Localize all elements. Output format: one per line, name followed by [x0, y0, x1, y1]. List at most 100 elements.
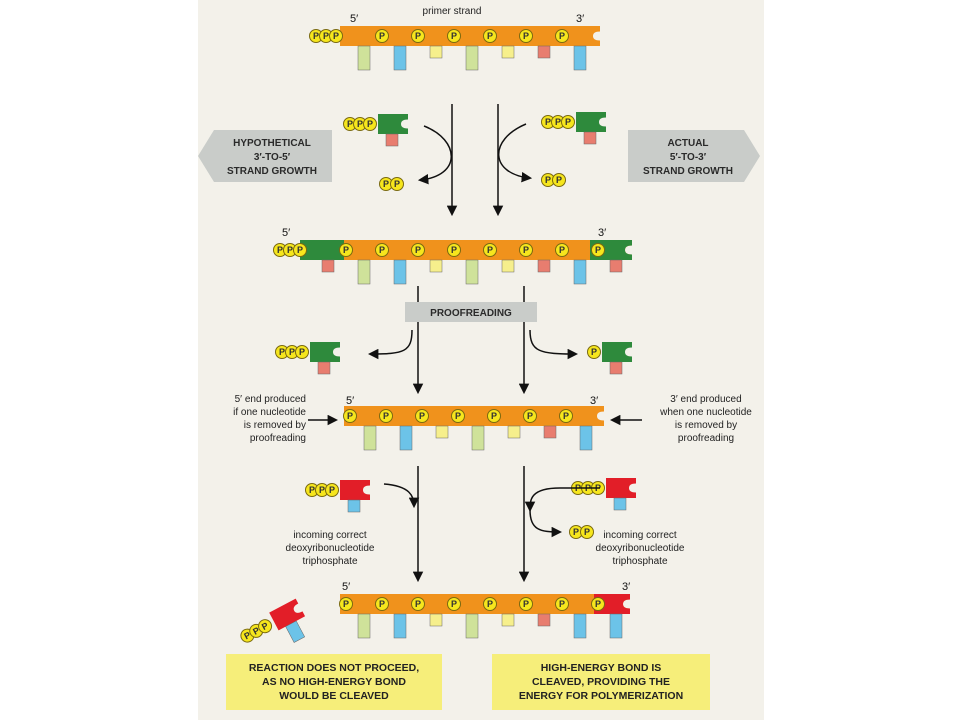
proofreading-tag: PROOFREADING	[405, 302, 537, 322]
svg-text:P: P	[584, 527, 590, 537]
svg-text:P: P	[323, 31, 329, 41]
svg-text:P: P	[487, 31, 493, 41]
hypothetical-line-3: STRAND GROWTH	[227, 166, 317, 177]
svg-text:P: P	[523, 599, 529, 609]
arrow-icon	[529, 329, 579, 360]
phosphate-icon: P	[375, 29, 389, 43]
svg-text:P: P	[415, 245, 421, 255]
end3-note-line-3: is removed by	[675, 420, 737, 431]
svg-text:P: P	[455, 411, 461, 421]
strand4-prime3-label: 3′	[622, 581, 630, 593]
svg-text:P: P	[357, 119, 363, 129]
phosphate-icon: P	[487, 409, 501, 423]
end5-note-line-4: proofreading	[250, 433, 306, 444]
nucleotide-base	[501, 45, 515, 59]
nucleotide-base	[357, 613, 371, 639]
result-right-shape	[492, 654, 710, 710]
incoming-right-line-3: triphosphate	[612, 556, 667, 567]
triphosphate-icon: P	[587, 345, 601, 359]
phosphate-icon: P	[258, 619, 273, 634]
svg-text:P: P	[559, 31, 565, 41]
nucleotide-base	[537, 613, 551, 627]
result-right-line-3: ENERGY FOR POLYMERIZATION	[519, 690, 683, 702]
end3-note-line-2: when one nucleotide	[659, 407, 752, 418]
arrow-icon	[529, 509, 563, 538]
svg-text:P: P	[297, 245, 303, 255]
arrow-icon	[417, 125, 452, 185]
svg-text:P: P	[545, 117, 551, 127]
nucleotide-base	[543, 425, 557, 439]
phosphate-icon: P	[353, 117, 367, 131]
svg-text:P: P	[277, 245, 283, 255]
svg-text:P: P	[242, 630, 252, 642]
svg-text:P: P	[251, 625, 261, 637]
phosphate-icon: P	[363, 117, 377, 131]
dna-backbone	[344, 406, 604, 426]
nucleotide-base	[465, 259, 479, 285]
svg-text:P: P	[415, 599, 421, 609]
nucleotide-base	[429, 45, 443, 59]
nucleotide-base	[583, 131, 597, 145]
svg-text:P: P	[379, 245, 385, 255]
svg-text:P: P	[383, 179, 389, 189]
phosphate-icon: P	[375, 597, 389, 611]
incoming-left-line-3: triphosphate	[302, 556, 357, 567]
svg-text:P: P	[343, 599, 349, 609]
svg-text:P: P	[559, 245, 565, 255]
hypothetical-tag-shape	[198, 130, 332, 182]
nucleotide-base	[399, 425, 413, 451]
phosphate-icon: P	[379, 177, 393, 191]
nucleotide-base	[465, 45, 479, 71]
phosphate-icon: P	[587, 345, 601, 359]
triphosphate-icon: PPP	[240, 619, 273, 643]
actual-line-2: 5′-TO-3′	[670, 152, 707, 163]
result-left-line-2: AS NO HIGH-ENERGY BOND	[262, 676, 406, 688]
end5-note-line-2: if one nucleotide	[233, 407, 306, 418]
hypothetical-growth-tag: HYPOTHETICAL 3′-TO-5′ STRAND GROWTH	[198, 130, 332, 182]
svg-text:P: P	[329, 485, 335, 495]
end5-note: 5′ end produced if one nucleotide is rem…	[233, 394, 306, 444]
phosphate-icon: P	[561, 115, 575, 129]
svg-text:P: P	[299, 347, 305, 357]
phosphate-icon: P	[555, 29, 569, 43]
nucleotide-base	[357, 45, 371, 71]
nucleotide-sugar	[310, 342, 340, 362]
dna-backbone	[340, 26, 600, 46]
nucleotide-base	[471, 425, 485, 451]
incoming-note-left: incoming correct deoxyribonucleotide tri…	[286, 530, 375, 567]
end5-note-line-1: 5′ end produced	[235, 394, 306, 405]
phosphate-icon: P	[483, 243, 497, 257]
rejected-nucleotide: PPP	[240, 598, 306, 643]
svg-text:P: P	[565, 117, 571, 127]
svg-text:P: P	[394, 179, 400, 189]
phosphate-icon: P	[451, 409, 465, 423]
nucleotide-sugar	[340, 480, 370, 500]
incoming-left-line-1: incoming correct	[293, 530, 367, 541]
svg-text:P: P	[419, 411, 425, 421]
nucleotide-base	[385, 133, 399, 147]
phosphate-icon: P	[552, 173, 566, 187]
hypothetical-line-2: 3′-TO-5′	[254, 152, 291, 163]
svg-text:P: P	[451, 599, 457, 609]
end3-note-line-1: 3′ end produced	[670, 394, 741, 405]
phosphate-icon: P	[519, 29, 533, 43]
nucleotide-base	[501, 613, 515, 627]
nucleotide-base	[609, 361, 623, 375]
svg-text:P: P	[347, 119, 353, 129]
nucleotide-sugar-right	[594, 594, 630, 614]
nucleotide-sugar	[576, 112, 606, 132]
svg-text:P: P	[333, 31, 339, 41]
phosphate-icon: P	[519, 597, 533, 611]
strand3-prime5-label: 5′	[346, 395, 354, 407]
nucleotide-base	[579, 425, 593, 451]
svg-text:P: P	[595, 245, 601, 255]
phosphate-icon: P	[591, 597, 605, 611]
